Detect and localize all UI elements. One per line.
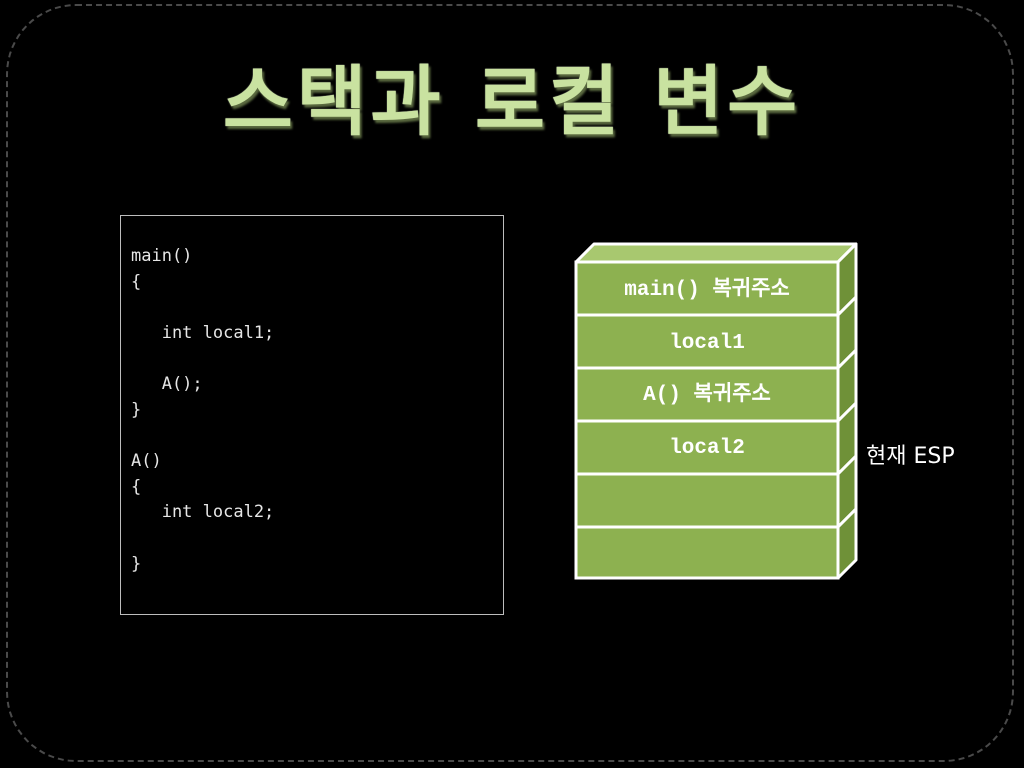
stack-cell xyxy=(574,313,840,370)
code-line: { xyxy=(131,272,142,292)
stack-cell xyxy=(574,472,840,529)
stack-cell xyxy=(574,260,840,317)
code-line: A(); xyxy=(131,374,203,394)
slide-title: 스택과 로컬 변수 xyxy=(222,57,802,146)
stack-cell xyxy=(574,366,840,423)
slide-frame xyxy=(6,4,1014,762)
code-line: { xyxy=(131,477,142,497)
code-line: } xyxy=(131,400,142,420)
stack-cell-label: main() 복귀주소 xyxy=(624,277,790,302)
stack-cell-label: local2 xyxy=(669,437,745,460)
stack-cell xyxy=(574,525,840,580)
code-line: int local1; xyxy=(131,323,275,343)
code-line: main() xyxy=(131,246,193,266)
code-line: A() xyxy=(131,451,162,471)
code-box: main() { int local1; A(); } A() { int lo… xyxy=(120,215,504,615)
stack-top-face xyxy=(574,242,858,264)
stack-cell-label: A() 복귀주소 xyxy=(643,382,771,407)
code-line: int local2; xyxy=(131,502,275,522)
stack-cell-label: local1 xyxy=(669,332,745,355)
code-line: } xyxy=(131,554,142,574)
current-esp-label: 현재 ESP xyxy=(866,444,955,469)
